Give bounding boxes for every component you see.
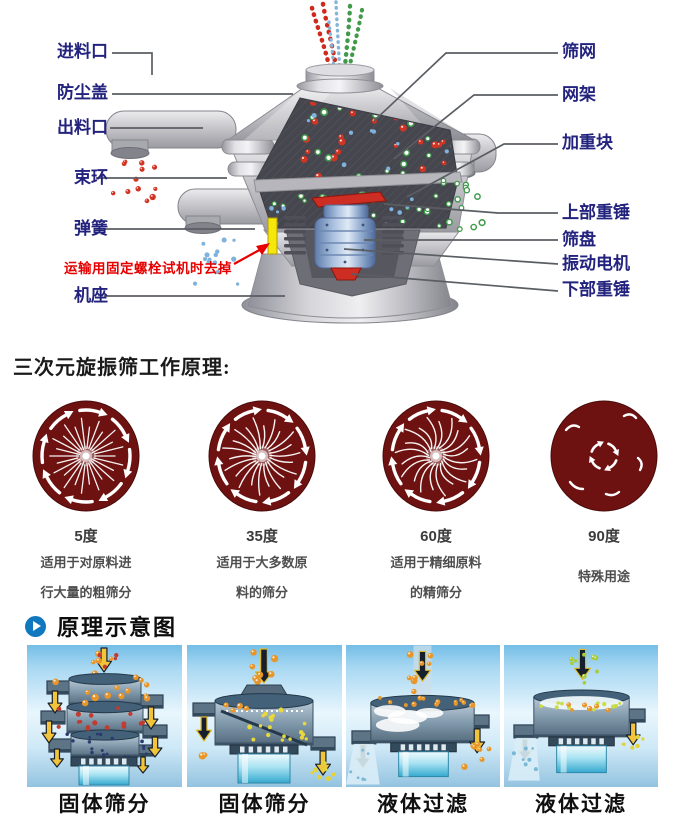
vibration-angle-wheel-90deg: 90度 特殊用途	[538, 400, 670, 592]
panel-caption: 固体筛分	[58, 793, 151, 816]
wheel-graphic-5deg	[32, 400, 140, 512]
panel-liquid-filtering-2	[504, 645, 658, 787]
wheel-desc-line1: 适用于大多数原	[216, 555, 308, 570]
wheel-desc-line2: 的精筛分	[409, 585, 462, 600]
falling-red-particles	[110, 159, 158, 204]
wheel-graphic-60deg	[382, 400, 490, 512]
vibration-angle-wheel-5deg: 5度 适用于对原料进 行大量的粗筛分	[20, 400, 152, 608]
wheel-desc-line1: 特殊用途	[577, 569, 630, 584]
play-badge-icon	[25, 616, 46, 637]
falling-blue-particles	[192, 237, 240, 286]
machine-cutaway-diagram	[96, 0, 559, 324]
wheel-desc-line1: 适用于精细原料	[390, 555, 482, 570]
panel-liquid-filtering-1	[346, 645, 500, 787]
wheel-desc-line1: 适用于对原料进	[40, 555, 132, 570]
vibration-motor	[311, 191, 387, 281]
label-discharge-outlet: 出料口	[57, 118, 108, 137]
wheel-angle-label: 35度	[246, 528, 278, 545]
panel-caption: 液体过滤	[535, 793, 627, 816]
wheel-angle-label: 5度	[74, 528, 98, 545]
transport-bolt	[267, 217, 278, 255]
label-upper-hammer: 上部重锤	[562, 203, 630, 222]
wheel-desc-line2: 行大量的粗筛分	[40, 585, 132, 600]
leader-lines	[96, 52, 559, 297]
vibration-angle-wheel-60deg: 60度 适用于精细原料 的精筛分	[370, 400, 502, 608]
label-machine-base: 机座	[74, 286, 108, 305]
label-lower-hammer: 下部重锤	[562, 280, 630, 299]
panel-illustration	[192, 648, 336, 784]
label-dust-cover: 防尘盖	[57, 83, 108, 102]
label-sieve-tray: 筛盘	[562, 230, 596, 249]
screen-mesh-deck	[253, 171, 463, 193]
panel-solid-screening-1	[27, 645, 182, 787]
schematic-title: 原理示意图	[57, 615, 178, 640]
panel-caption: 液体过滤	[377, 793, 469, 816]
label-feed-inlet: 进料口	[57, 42, 108, 61]
label-clamp-ring: 束环	[74, 168, 108, 187]
wheel-graphic-35deg	[208, 400, 316, 512]
falling-green-particles	[436, 177, 486, 233]
label-weight-block: 加重块	[562, 133, 613, 152]
wheel-desc-line2: 料的筛分	[235, 585, 288, 600]
panel-illustration	[40, 647, 168, 786]
spring-left	[284, 216, 306, 255]
label-spring: 弹簧	[74, 219, 108, 238]
panel-illustration	[346, 645, 492, 785]
label-screen-mesh: 筛网	[562, 42, 596, 61]
red-note-arrow	[233, 243, 270, 265]
discharge-spout-upper	[105, 110, 237, 159]
label-vibration-motor: 振动电机	[562, 254, 630, 273]
wheel-angle-label: 60度	[420, 528, 452, 545]
wheel-angle-label: 90度	[588, 528, 620, 545]
vibration-angle-wheel-35deg: 35度 适用于大多数原 料的筛分	[196, 400, 328, 608]
wheel-graphic-90deg	[550, 400, 658, 512]
panel-solid-screening-2	[187, 645, 342, 787]
working-principle-title: 三次元旋振筛工作原理:	[13, 357, 231, 379]
label-transport-bolt-note: 运输用固定螺栓试机时去掉	[64, 261, 232, 276]
panel-caption: 固体筛分	[218, 793, 311, 816]
play-triangle-icon	[33, 621, 41, 631]
label-mesh-frame: 网架	[562, 85, 596, 104]
panel-illustration	[507, 648, 646, 781]
